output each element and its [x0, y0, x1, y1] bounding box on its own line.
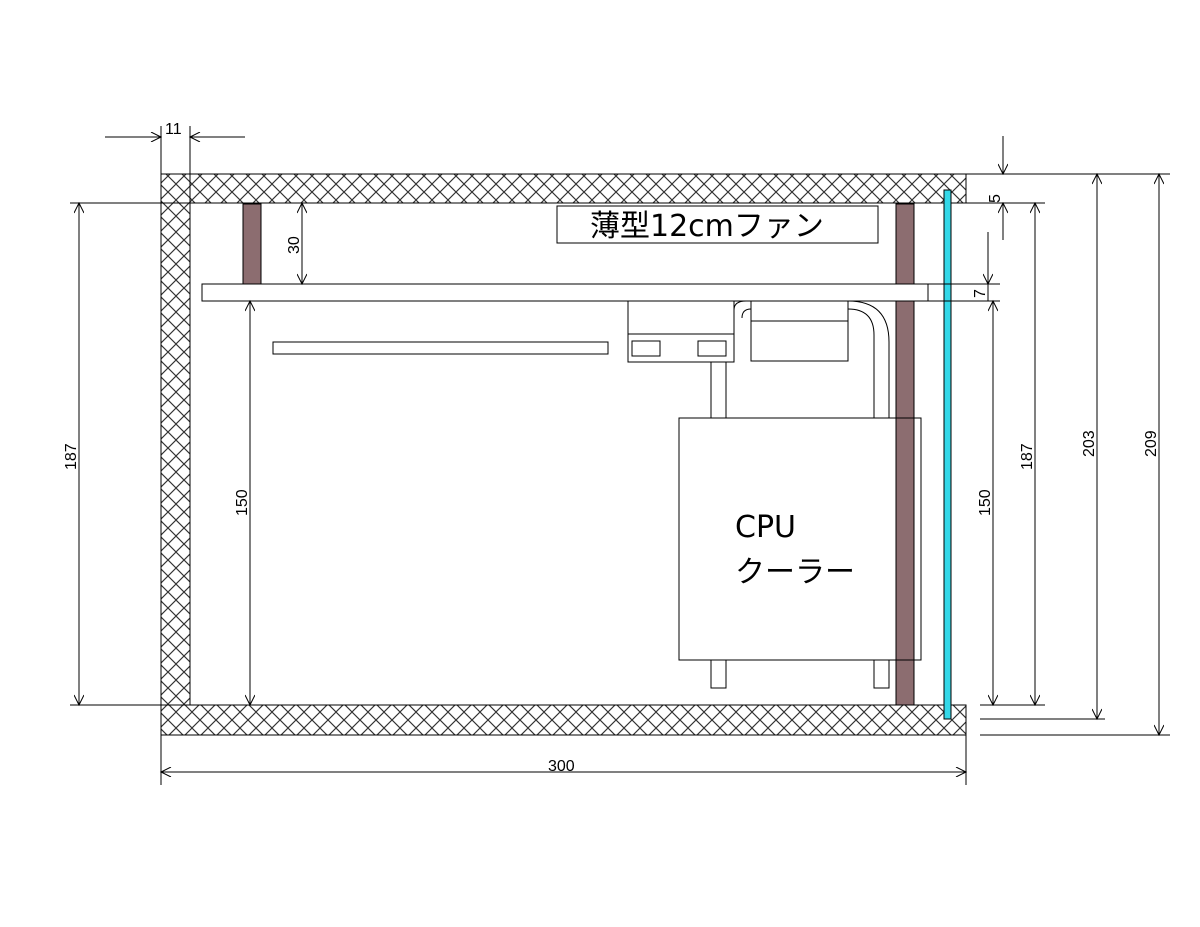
- cooler-foot-left: [710, 659, 727, 689]
- cooler-label-line2: クーラー: [735, 555, 855, 590]
- fan-label: 薄型12cmファン: [590, 209, 824, 244]
- left-wall: [160, 202, 191, 706]
- dim-inner-height-right: 187: [1019, 443, 1036, 470]
- dim-inner-height-left: 187: [63, 443, 80, 470]
- cooler-pump: [750, 300, 849, 362]
- dim-top-gap: 5: [987, 194, 1004, 203]
- left-fan-bar: [242, 203, 262, 285]
- case-walls: [160, 173, 967, 736]
- glass-panel: [943, 189, 952, 720]
- motherboard: [201, 283, 929, 302]
- dim-board-to-bottom-right: 150: [977, 489, 994, 516]
- top-wall: [160, 173, 967, 204]
- dim-height-203: 203: [1081, 430, 1098, 457]
- expansion-card: [272, 341, 609, 355]
- dim-height-209: 209: [1143, 430, 1160, 457]
- cooler-foot-right: [873, 659, 890, 689]
- dim-fan-clearance: 30: [286, 236, 303, 254]
- dim-width: 300: [548, 758, 575, 775]
- heat-pipes: [710, 300, 890, 418]
- cpu-cooler: [678, 417, 922, 661]
- bottom-wall: [160, 704, 967, 736]
- fan-label-box: [556, 205, 879, 244]
- dim-wall-thickness: 11: [165, 121, 182, 138]
- cooler-label-line1: CPU: [735, 510, 796, 545]
- connector-block: [627, 300, 735, 363]
- cooler-overlap-bar: [895, 417, 915, 661]
- dim-board-thickness: 7: [972, 289, 989, 298]
- dim-board-to-bottom-left: 150: [234, 489, 251, 516]
